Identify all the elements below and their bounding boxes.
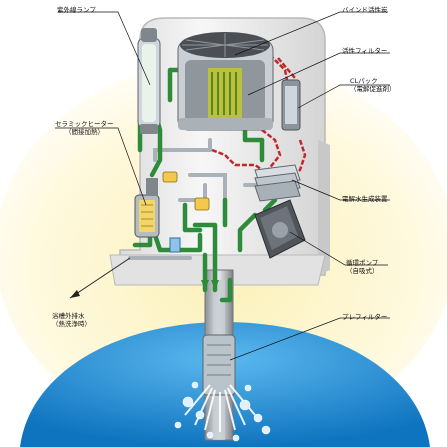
label-circulation-pump-title: 循環ポンプ xyxy=(346,259,379,267)
label-ceramic-heater-title: セラミックヒーター xyxy=(55,120,114,128)
uv-lamp xyxy=(137,28,161,134)
label-ceramic-heater-sub: （間接加熱） xyxy=(65,128,104,136)
label-ceramic-heater: セラミックヒーター （間接加熱） xyxy=(55,120,114,136)
label-electrolyzer: 電解水生成装置 xyxy=(342,195,388,203)
carbon-canister xyxy=(177,32,274,131)
drain-fitting xyxy=(169,237,181,253)
leader-lines xyxy=(55,11,390,361)
drain-arrow xyxy=(69,257,131,299)
label-uv-lamp: 紫外線ランプ xyxy=(57,6,96,14)
water-jet xyxy=(184,384,256,432)
label-circulation-pump: 循環ポンプ （自吸式） xyxy=(346,259,379,275)
label-cl-pack: CLパック （電解促進剤） xyxy=(350,77,396,93)
bubbles xyxy=(174,381,271,442)
cl-pack xyxy=(281,79,301,131)
label-drain: 浴槽外排水 （熱洗浄時） xyxy=(52,312,91,328)
label-drain-sub: （熱洗浄時） xyxy=(52,320,91,328)
label-carbon-filter: 活性フィルター xyxy=(342,47,388,55)
label-circulation-pump-sub: （自吸式） xyxy=(346,267,379,275)
label-binder-carbon: バインド活性炭 xyxy=(342,6,388,14)
label-drain-title: 浴槽外排水 xyxy=(52,312,85,320)
label-cl-pack-sub: （電解促進剤） xyxy=(350,85,396,93)
housing-rear-panel xyxy=(318,140,330,275)
label-prefilter: プレフィルター xyxy=(342,313,388,321)
valves xyxy=(162,171,210,211)
electrolyzer xyxy=(254,164,301,202)
ceramic-heater xyxy=(134,178,160,238)
circulation-pump xyxy=(254,199,306,259)
label-cl-pack-title: CLパック xyxy=(350,77,378,85)
